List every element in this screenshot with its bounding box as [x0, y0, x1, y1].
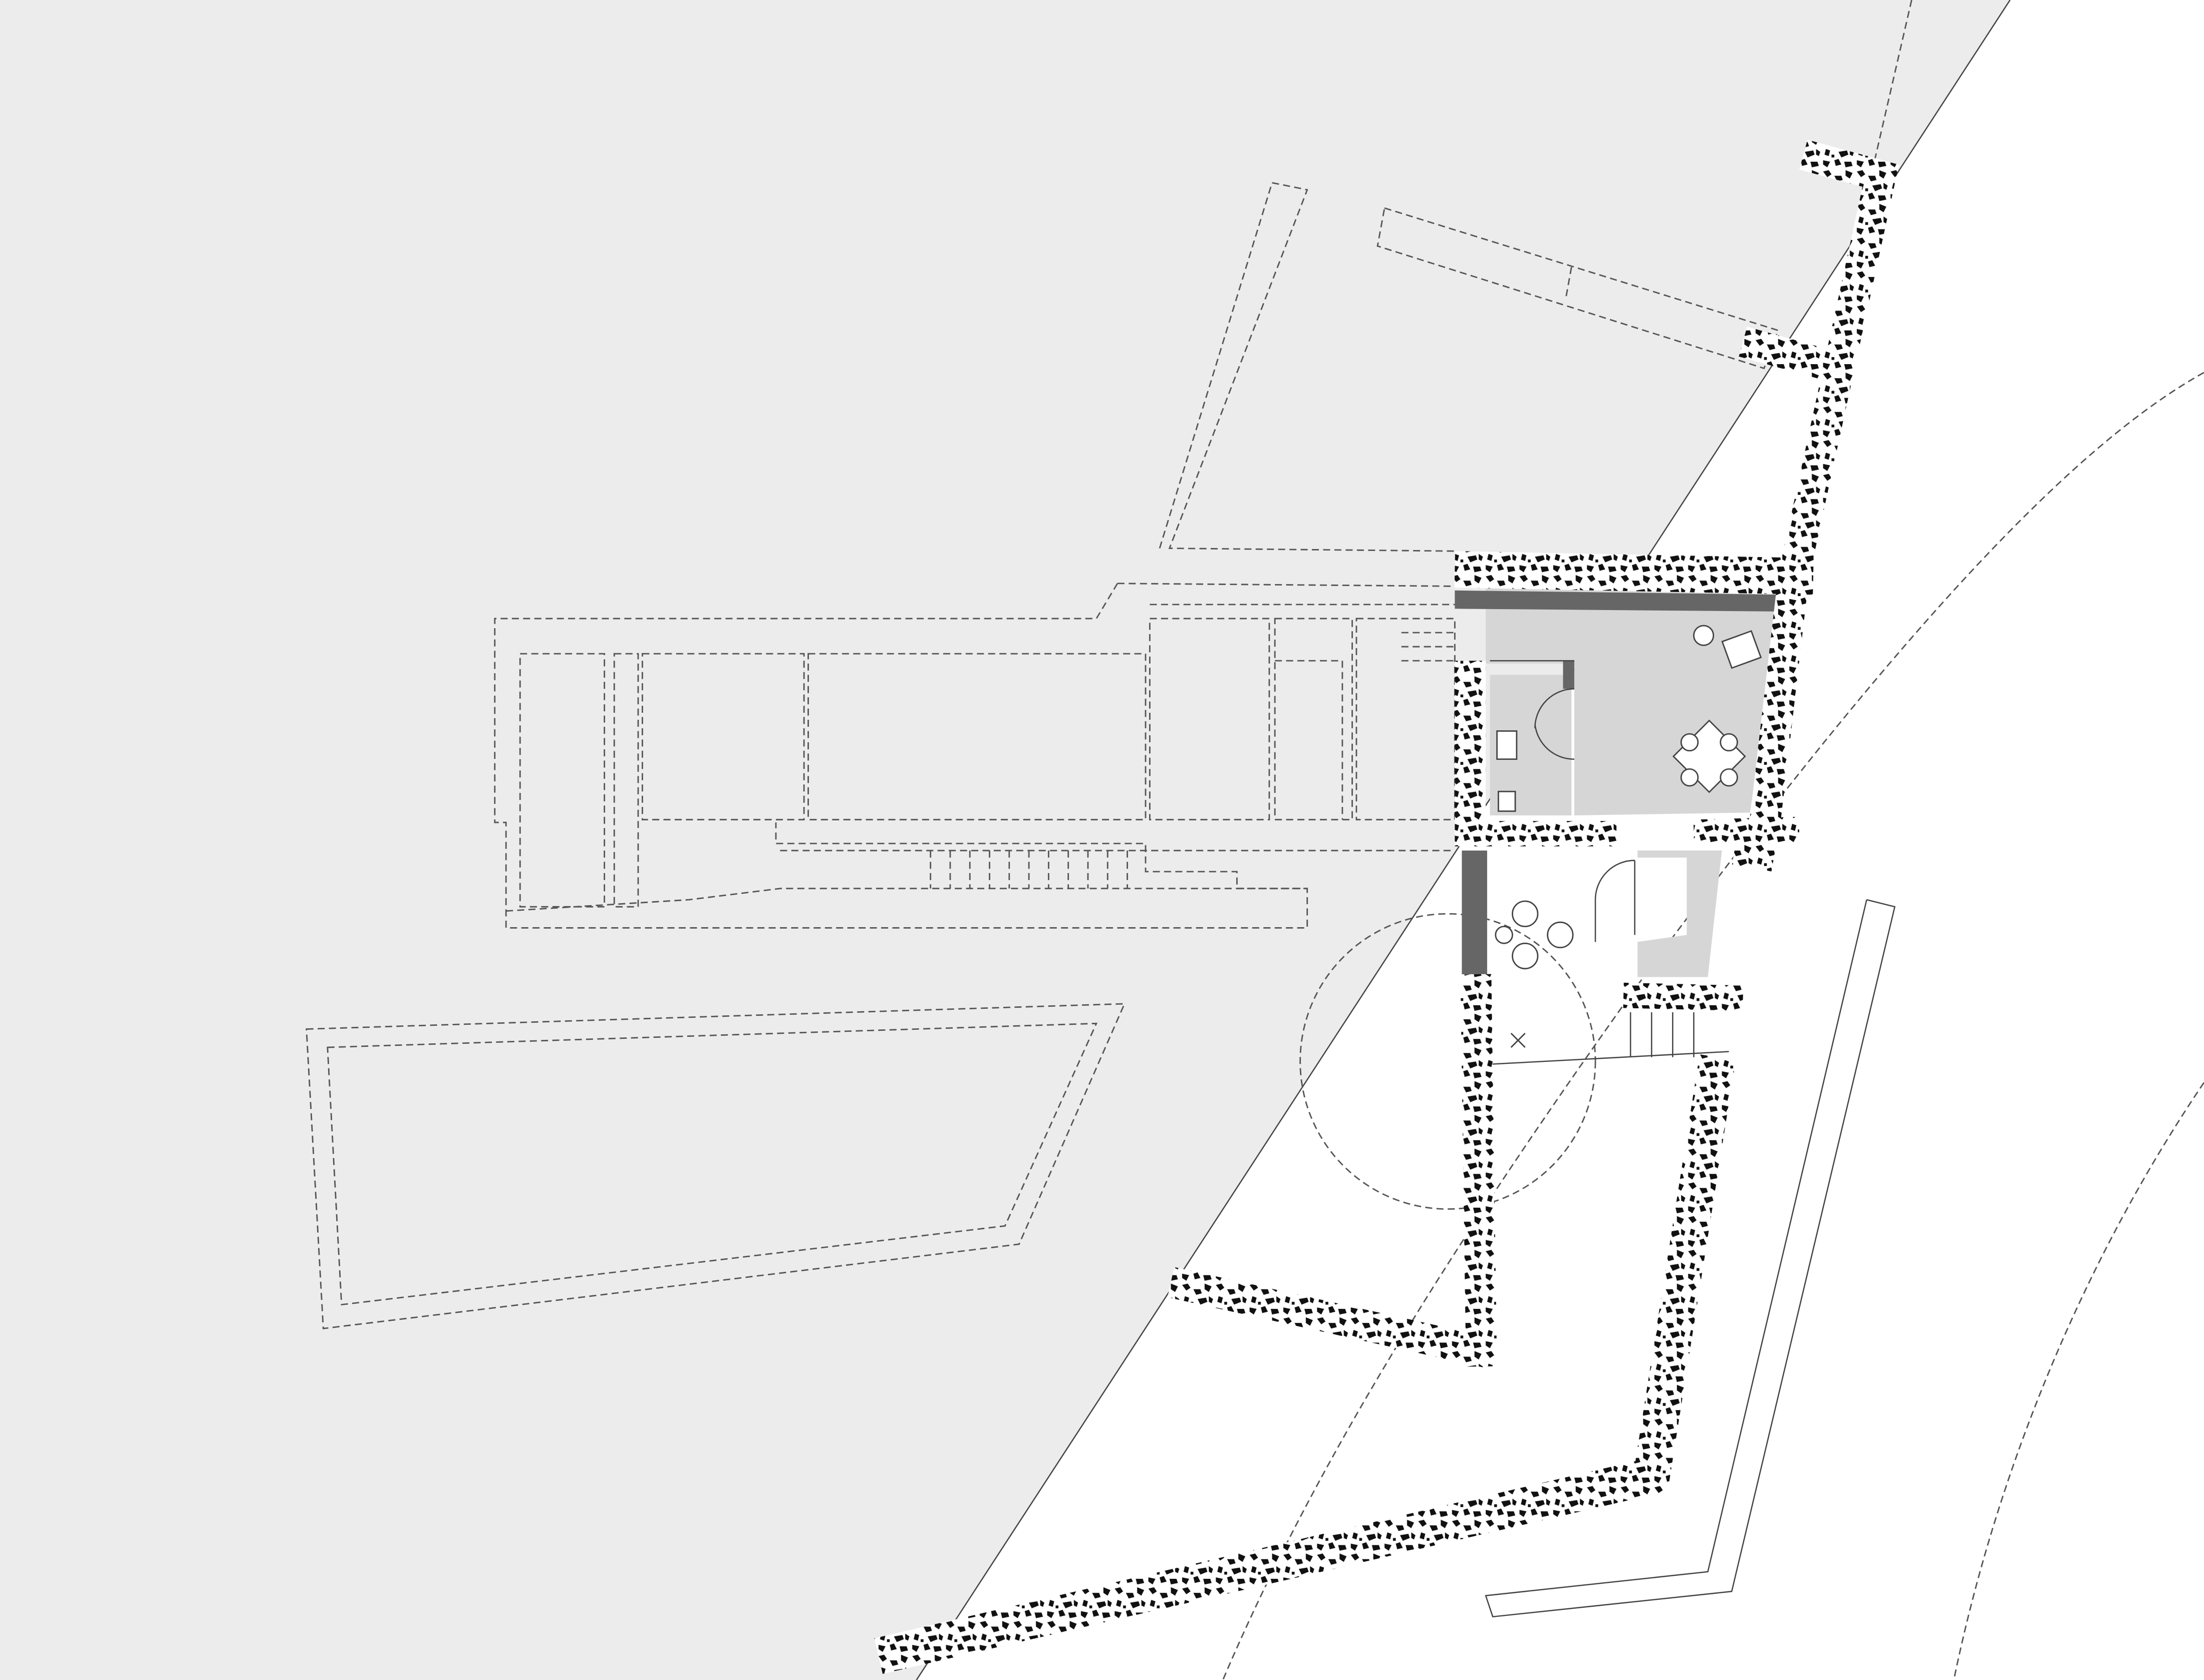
door-swing [1534, 688, 1574, 760]
furniture [1490, 625, 1762, 1065]
kitchen-counter [1637, 851, 1722, 977]
inner-wall [1462, 851, 1487, 975]
door-swing [1594, 860, 1635, 942]
terrain-area [0, 0, 2010, 1680]
dashed-outlines [306, 0, 2204, 1680]
inner-wall [1563, 661, 1574, 689]
stone-walls [874, 139, 1899, 1674]
inner-wall-strip [1455, 590, 1785, 612]
bathroom [1490, 675, 1572, 815]
path-outline [1485, 899, 1896, 1618]
